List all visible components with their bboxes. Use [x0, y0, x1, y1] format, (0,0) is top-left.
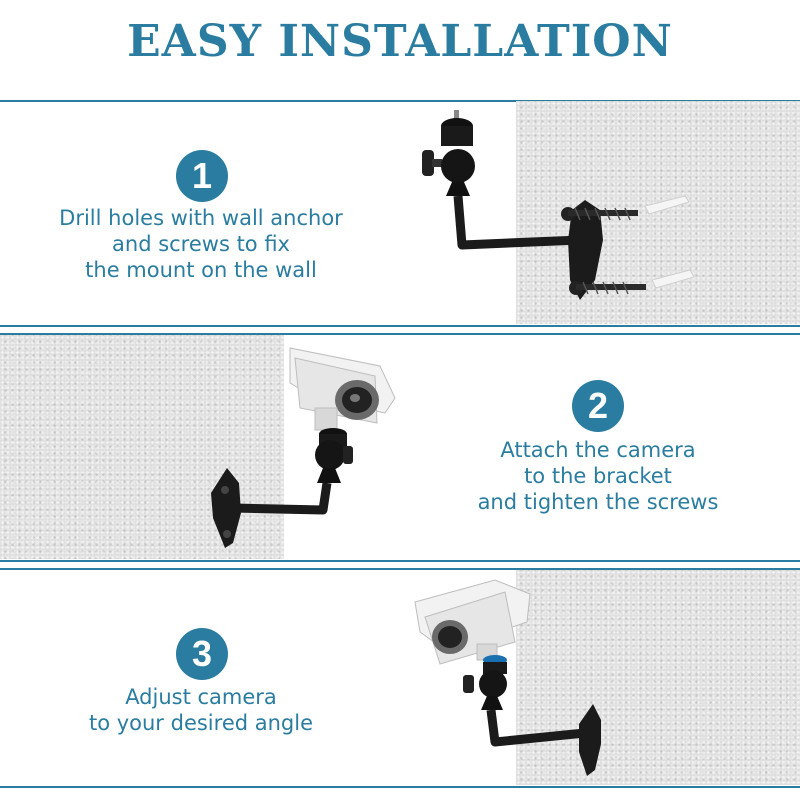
- section-divider-3: [0, 560, 800, 562]
- step-3-text: Adjust camera to your desired angle: [60, 684, 342, 736]
- page-title: EASY INSTALLATION: [127, 16, 673, 67]
- section-divider-2: [0, 333, 800, 335]
- bottom-divider: [0, 786, 800, 788]
- step-3-line-1: Adjust camera: [125, 685, 277, 709]
- adjusted-camera-icon: [414, 579, 601, 776]
- step-3-badge: 3: [176, 628, 228, 680]
- step-2-line-1: Attach the camera: [500, 438, 696, 462]
- step-1-badge: 1: [176, 150, 228, 202]
- title-divider: [0, 100, 800, 102]
- step-2-text: Attach the camera to the bracket and tig…: [468, 437, 728, 515]
- step-3-line-2: to your desired angle: [88, 711, 314, 735]
- wall-panel-step-3: [516, 570, 800, 785]
- security-camera-icon: [211, 347, 396, 548]
- wall-bracket-icon: [422, 110, 695, 300]
- section-divider-4: [0, 568, 800, 570]
- step-1-line-1: Drill holes with wall anchor: [59, 206, 343, 230]
- step-1-text: Drill holes with wall anchor and screws …: [20, 205, 382, 283]
- step-2-badge: 2: [572, 380, 624, 432]
- step-1-line-2: and screws to fix: [112, 232, 290, 256]
- section-divider-1: [0, 325, 800, 327]
- step-2-line-3: and tighten the screws: [477, 490, 719, 514]
- step-1-line-3: the mount on the wall: [85, 258, 317, 282]
- step-2-line-2: to the bracket: [524, 464, 672, 488]
